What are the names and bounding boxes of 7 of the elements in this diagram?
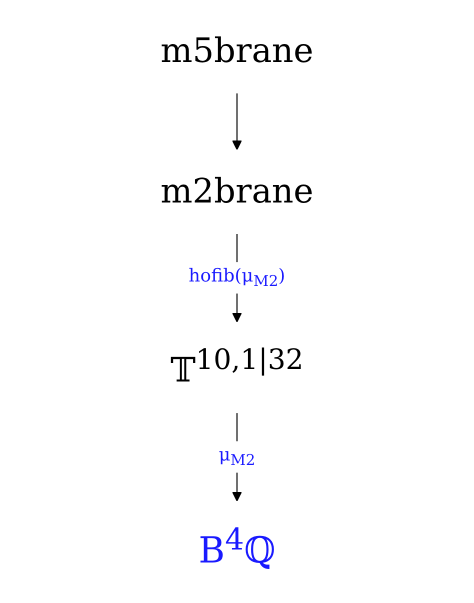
arrow xyxy=(232,93,242,150)
edge-label: μ$_{M2}$ xyxy=(218,443,256,470)
edge-label: hofib(μ$_{M2}$) xyxy=(188,264,286,290)
node-text: 𝕋$^{10,1|32}$ xyxy=(170,343,304,391)
node-text: m2brane xyxy=(160,172,314,212)
node-text: B$^{4}$ℚ xyxy=(198,522,276,572)
node-text: m5brane xyxy=(160,32,314,71)
